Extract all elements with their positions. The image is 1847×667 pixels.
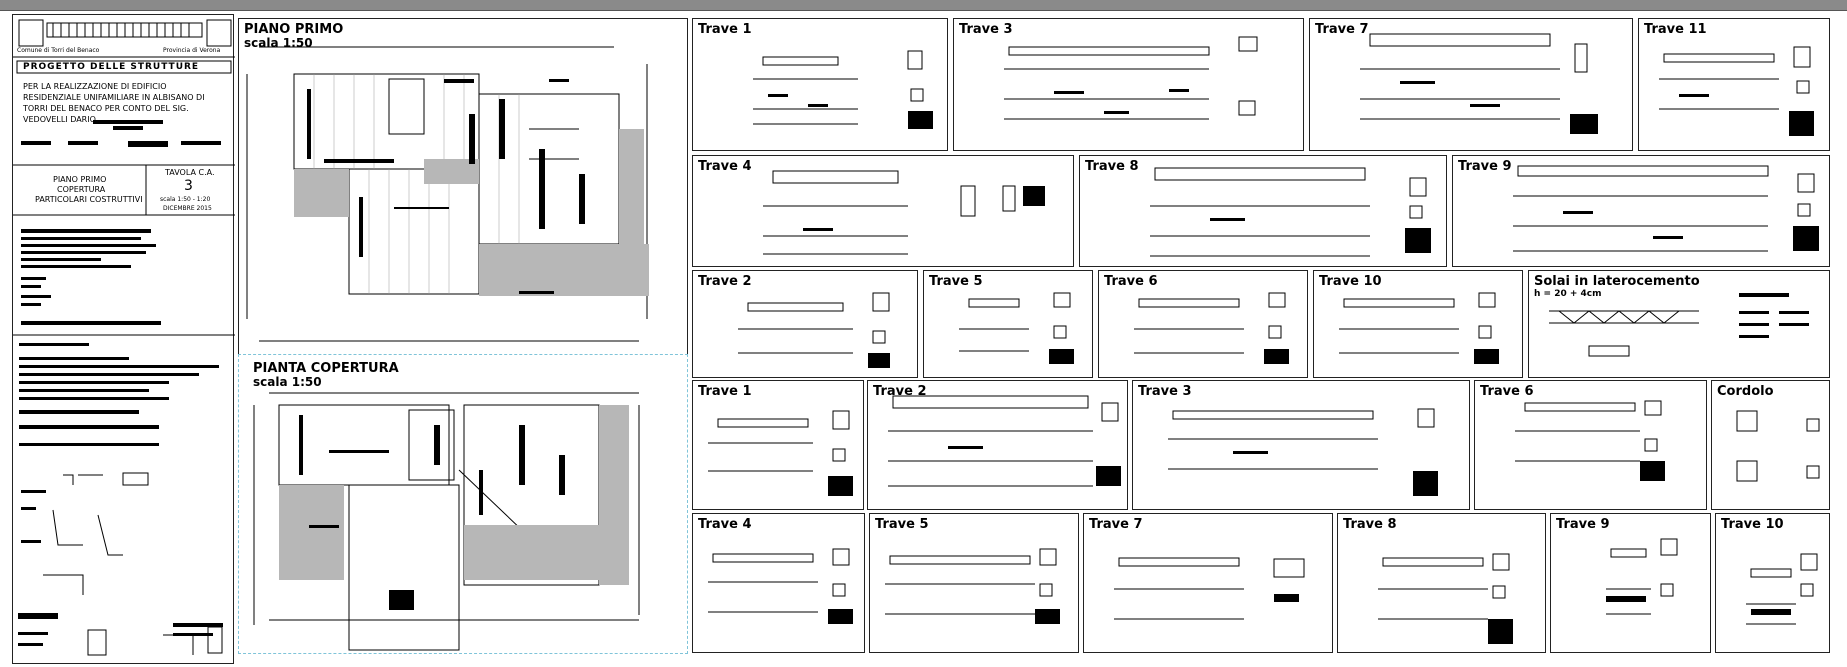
beam-detail-trave-8-lower[interactable]: Trave 8 — [1337, 513, 1546, 653]
plan-title: PIANO PRIMO — [244, 22, 344, 37]
detail-title: Trave 5 — [929, 274, 983, 289]
title-block: Comune di Torri del Benaco Provincia di … — [12, 14, 235, 664]
beam-drawing — [1134, 292, 1289, 364]
beam-drawing — [1746, 553, 1818, 625]
cordolo-drawing — [1736, 410, 1820, 482]
date-label: DICEMBRE 2015 — [163, 205, 212, 212]
scale-label: scala 1:50 - 1:20 — [160, 196, 211, 203]
detail-title: Trave 1 — [698, 22, 752, 37]
detail-title: Trave 3 — [1138, 384, 1192, 399]
beam-detail-trave-2-upper[interactable]: Trave 2 — [692, 270, 918, 378]
beam-drawing — [1515, 400, 1665, 481]
beam-detail-trave-9-lower[interactable]: Trave 9 — [1550, 513, 1711, 653]
beam-detail-trave-5-lower[interactable]: Trave 5 — [869, 513, 1079, 653]
beam-detail-trave-9-upper[interactable]: Trave 9 — [1452, 155, 1830, 267]
description-line-4: VEDOVELLI DARIO — [23, 115, 96, 124]
detail-title: Trave 10 — [1721, 517, 1784, 532]
detail-title: Trave 8 — [1085, 159, 1139, 174]
beam-drawing — [753, 50, 933, 129]
beam-detail-trave-1-upper[interactable]: Trave 1 — [692, 18, 948, 151]
plan-piano-primo[interactable]: PIANO PRIMO scala 1:50 — [238, 18, 688, 355]
detail-title: Cordolo — [1717, 384, 1774, 399]
beam-drawing — [763, 170, 1045, 255]
beam-drawing — [888, 395, 1121, 487]
detail-title: Trave 7 — [1315, 22, 1369, 37]
plan-graphics — [253, 392, 640, 651]
beam-detail-trave-6-upper[interactable]: Trave 6 — [1098, 270, 1308, 378]
detail-title: Trave 9 — [1556, 517, 1610, 532]
plan-scale: scala 1:50 — [253, 375, 322, 389]
detail-title: Trave 1 — [698, 384, 752, 399]
beam-detail-trave-4-lower[interactable]: Trave 4 — [692, 513, 865, 653]
sheet-line-2: COPERTURA — [57, 185, 106, 194]
detail-title: Trave 8 — [1343, 517, 1397, 532]
beam-drawing — [708, 548, 853, 624]
beam-detail-trave-3-upper[interactable]: Trave 3 — [953, 18, 1304, 151]
tavola-number: 3 — [184, 178, 193, 194]
beam-detail-trave-5-upper[interactable]: Trave 5 — [923, 270, 1093, 378]
tavola-label: TAVOLA C.A. — [165, 168, 215, 177]
beam-detail-trave-2-lower[interactable]: Trave 2 — [867, 380, 1128, 510]
cordolo-detail[interactable]: Cordolo — [1711, 380, 1830, 510]
plan-title: PIANTA COPERTURA — [253, 361, 399, 376]
sheet-line-1: PIANO PRIMO — [53, 175, 107, 184]
beam-detail-trave-10-lower[interactable]: Trave 10 — [1715, 513, 1830, 653]
beam-detail-trave-7-upper[interactable]: Trave 7 — [1309, 18, 1633, 151]
beam-drawing — [1004, 36, 1258, 120]
detail-title: Trave 5 — [875, 517, 929, 532]
detail-title: Trave 11 — [1644, 22, 1707, 37]
slab-detail-solai[interactable]: Solai in laterocemento h = 20 + 4cm — [1528, 270, 1830, 378]
detail-subtitle: h = 20 + 4cm — [1534, 289, 1602, 299]
beam-drawing — [1378, 553, 1513, 644]
detail-title: Solai in laterocemento — [1534, 274, 1700, 289]
project-heading: PROGETTO DELLE STRUTTURE — [23, 62, 200, 72]
description-line-2: RESIDENZIALE UNIFAMILIARE IN ALBISANO DI — [23, 93, 205, 102]
beam-drawing — [1360, 33, 1598, 134]
detail-title: Trave 9 — [1458, 159, 1512, 174]
detail-title: Trave 3 — [959, 22, 1013, 37]
beam-drawing — [738, 292, 890, 368]
window-top-bar — [0, 0, 1847, 11]
description-line-3: TORRI DEL BENACO PER CONTO DEL SIG. — [23, 104, 189, 113]
beam-detail-trave-7-lower[interactable]: Trave 7 — [1083, 513, 1333, 653]
beam-detail-trave-1-lower[interactable]: Trave 1 — [692, 380, 864, 510]
beam-drawing — [1659, 46, 1814, 136]
detail-title: Trave 6 — [1104, 274, 1158, 289]
beam-drawing — [1114, 557, 1305, 620]
beam-drawing — [1168, 408, 1438, 496]
beam-detail-trave-11-upper[interactable]: Trave 11 — [1638, 18, 1830, 151]
detail-title: Trave 10 — [1319, 274, 1382, 289]
beam-detail-trave-4-upper[interactable]: Trave 4 — [692, 155, 1074, 267]
beam-drawing — [708, 410, 853, 496]
province-label: Provincia di Verona — [163, 47, 221, 54]
sheet-line-3: PARTICOLARI COSTRUTTIVI — [35, 195, 143, 204]
slab-drawing — [1549, 293, 1809, 357]
plan-graphics — [246, 46, 649, 342]
plan-pianta-copertura[interactable]: PIANTA COPERTURA scala 1:50 — [238, 354, 688, 654]
beam-detail-trave-3-lower[interactable]: Trave 3 — [1132, 380, 1470, 510]
municipality-label: Comune di Torri del Benaco — [17, 47, 100, 54]
detail-title: Trave 4 — [698, 159, 752, 174]
beam-detail-trave-8-upper[interactable]: Trave 8 — [1079, 155, 1447, 267]
detail-title: Trave 2 — [873, 384, 927, 399]
detail-title: Trave 7 — [1089, 517, 1143, 532]
detail-title: Trave 6 — [1480, 384, 1534, 399]
beam-drawing — [1339, 292, 1499, 364]
beam-drawing — [1606, 538, 1678, 615]
description-line-1: PER LA REALIZZAZIONE DI EDIFICIO — [23, 82, 167, 91]
beam-detail-trave-6-lower[interactable]: Trave 6 — [1474, 380, 1707, 510]
detail-title: Trave 4 — [698, 517, 752, 532]
detail-title: Trave 2 — [698, 274, 752, 289]
title-block-graphics — [13, 19, 235, 656]
beam-drawing — [959, 292, 1074, 364]
beam-drawing — [1150, 167, 1431, 257]
beam-drawing — [885, 548, 1060, 624]
beam-drawing — [1513, 165, 1819, 252]
beam-detail-trave-10-upper[interactable]: Trave 10 — [1313, 270, 1523, 378]
